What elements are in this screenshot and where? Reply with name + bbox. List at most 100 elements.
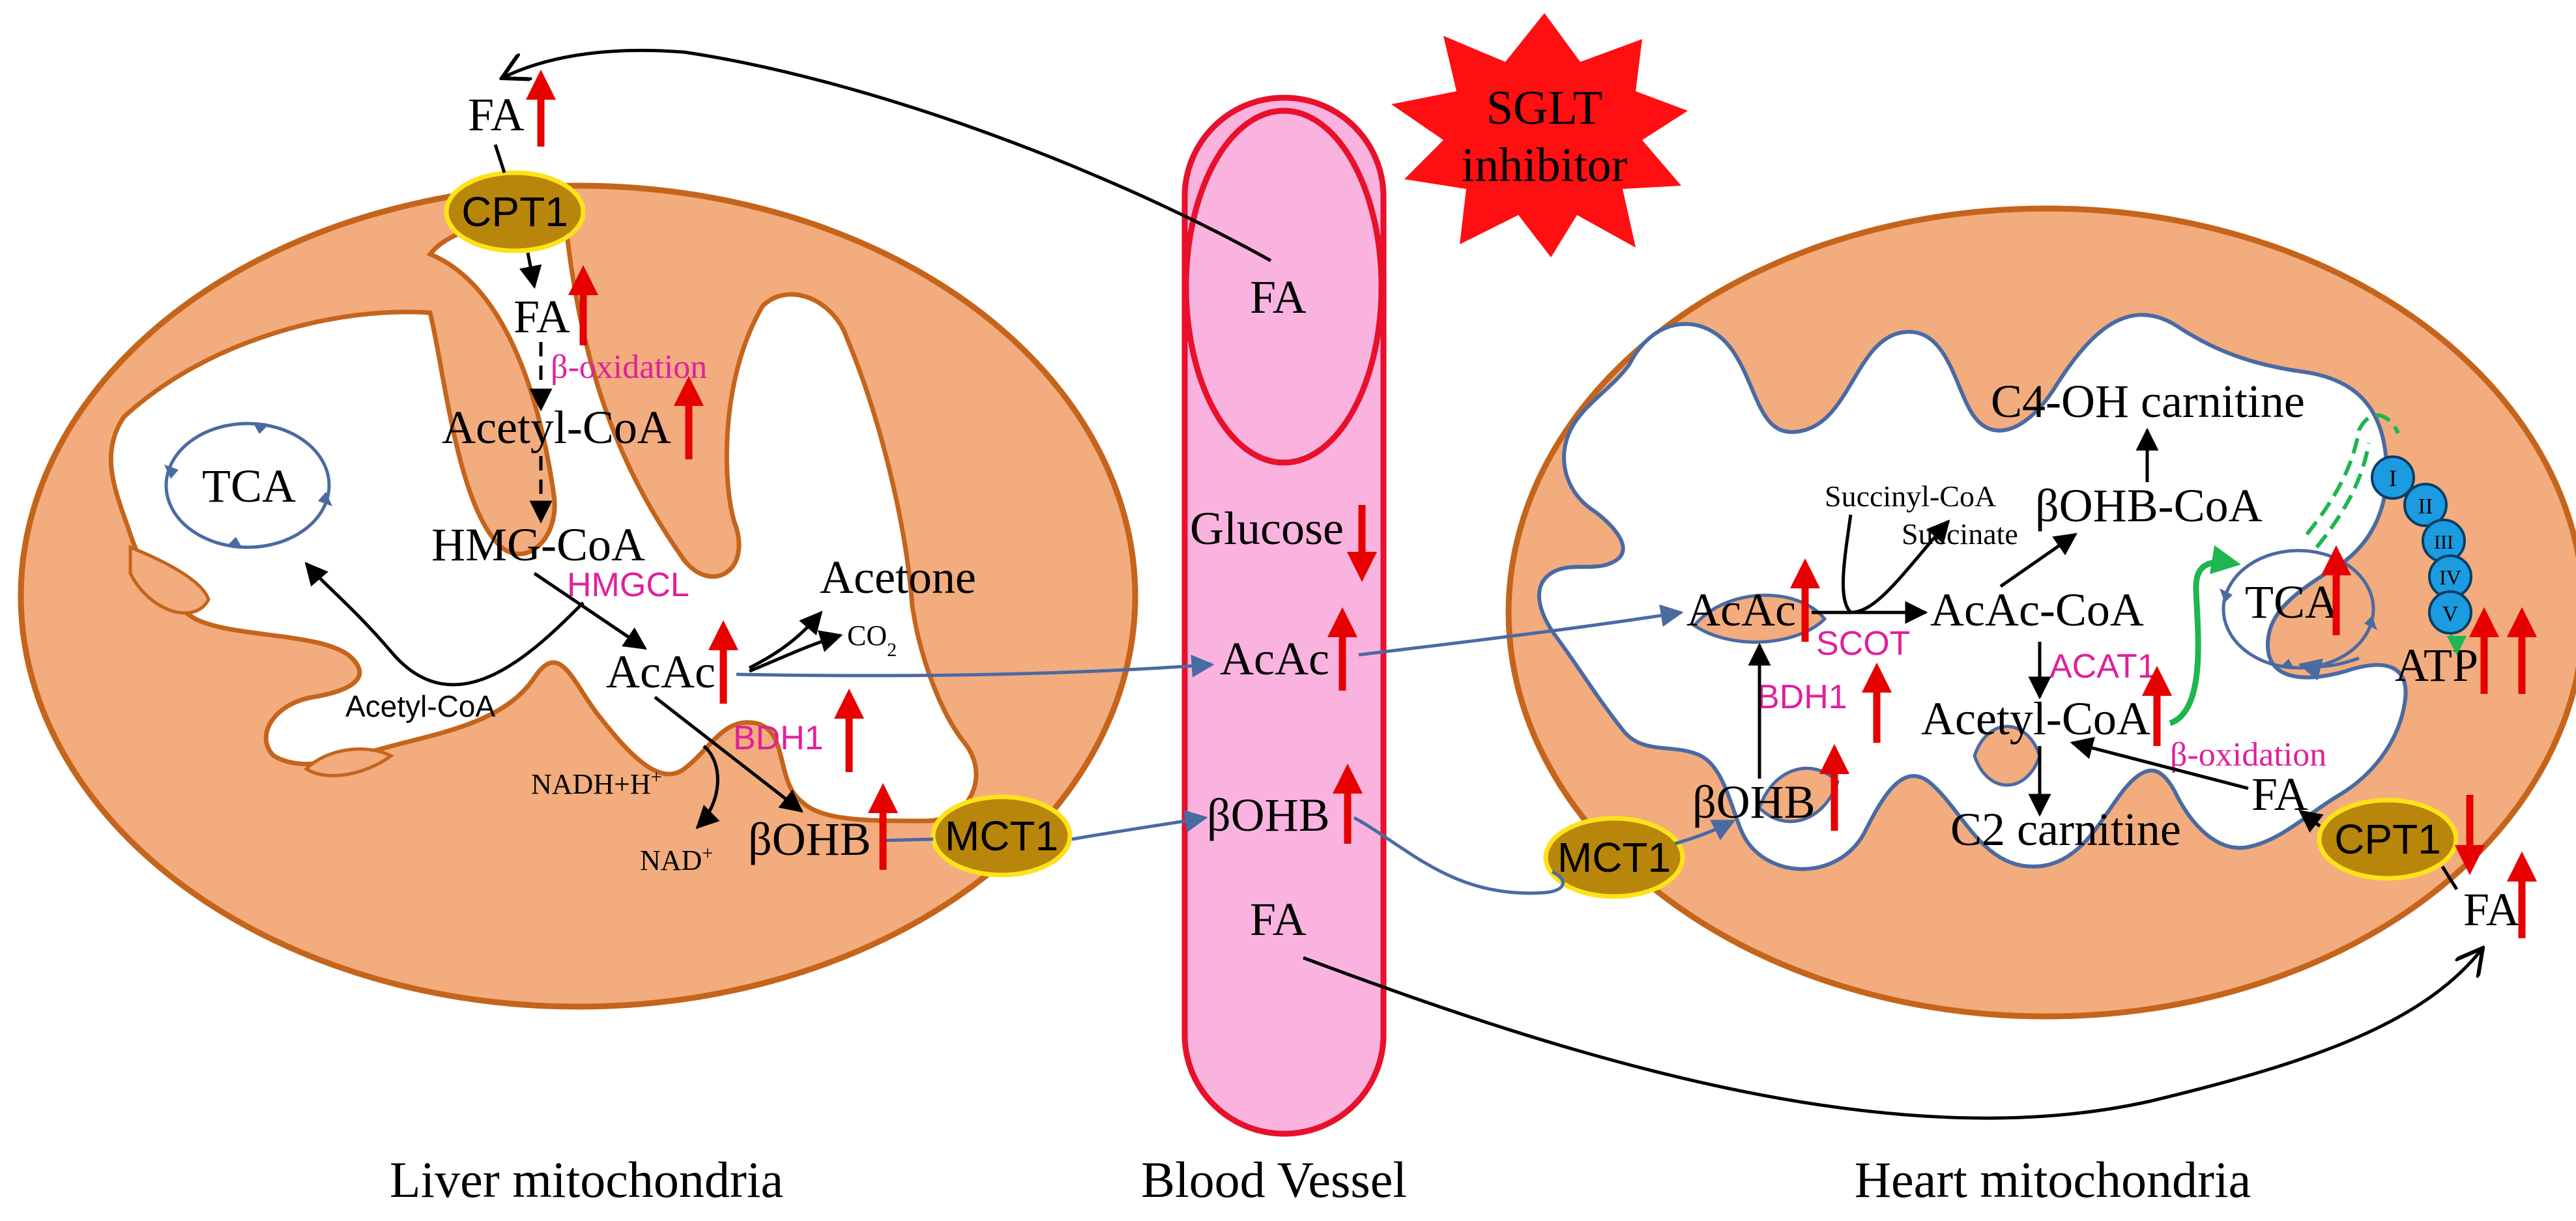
- liver-acetyl-coa: Acetyl-CoA: [442, 401, 671, 453]
- heart-bdh1: BDH1: [1757, 678, 1847, 716]
- vessel-fa-bottom: FA: [1250, 893, 1307, 945]
- heart-tca-arrowhead-3: [2279, 659, 2294, 668]
- change-indicators: [525, 69, 2538, 938]
- heart-crista-1: [1692, 594, 1827, 644]
- heart-acac-coa: AcAc-CoA: [1930, 584, 2144, 636]
- vessel-bohb: βOHB: [1207, 789, 1330, 841]
- arrow-nadh-to-nad: [695, 745, 720, 829]
- arrow-fa-to-cpt1: [493, 144, 506, 173]
- vessel-glucose: Glucose: [1190, 502, 1344, 554]
- liver-cpt1-label: CPT1: [461, 188, 568, 235]
- heart-c2-carnitine: C2 carnitine: [1950, 803, 2181, 855]
- liver-mct1-transporter: [931, 794, 1073, 878]
- complex-iii-label: III: [2434, 532, 2453, 553]
- liver-crista-2: [304, 747, 394, 777]
- flow-vessel-fa-to-liver-fa: [502, 48, 1272, 263]
- liver-mitochondrion: TCA: [18, 182, 1138, 1010]
- liver-tca-cycle: [164, 422, 331, 549]
- complex-i-label: I: [2389, 465, 2397, 491]
- arrow-fa-to-cpt1-heart: [2440, 865, 2459, 891]
- heart-succinate: Succinate: [1902, 517, 2018, 551]
- liver-hmg-coa: HMG-CoA: [431, 519, 645, 571]
- liver-crista-1: [128, 545, 210, 615]
- cross-compartment-flows: [502, 48, 2483, 1120]
- caption-heart-mitochondria: Heart mitochondria: [1855, 1151, 2251, 1208]
- arrow-acac-to-co2: [749, 630, 843, 673]
- vessel-acac: AcAc: [1220, 633, 1329, 685]
- caption-blood-vessel: Blood Vessel: [1141, 1151, 1407, 1208]
- flow-vessel-bohb-to-heart: [1353, 816, 1565, 895]
- heart-acat1: ACAT1: [2049, 648, 2156, 685]
- liver-tca-arrowhead-3: [227, 537, 241, 546]
- liver-acac: AcAc: [606, 646, 716, 698]
- heart-cpt1-transporter: [2317, 797, 2459, 881]
- arrow-cpt1-to-fa: [519, 252, 542, 289]
- heart-acetyl-coa: Acetyl-CoA: [1921, 693, 2150, 745]
- liver-cpt1-transporter: [444, 170, 586, 253]
- liver-acetone: Acetone: [820, 551, 976, 603]
- heart-matrix: [1537, 313, 2408, 871]
- arrow-hmgcl-to-acetylcoa: [304, 562, 585, 687]
- heart-fa-outside: FA: [2463, 883, 2520, 936]
- green-etc-to-atp: [2446, 634, 2467, 655]
- flow-vessel-fa-to-heart-fa: [1303, 948, 2483, 1120]
- heart-succinyl-coa: Succinyl-CoA: [1825, 480, 1996, 513]
- sglt-line1: SGLT: [1486, 81, 1602, 135]
- arrow-cpt1-to-fa-heart: [2298, 809, 2324, 833]
- heart-bohb-coa: βOHB-CoA: [2035, 480, 2263, 532]
- flow-heart-tca-membrane-return: [2298, 656, 2360, 681]
- heart-pathway-arrows: [1748, 427, 2459, 891]
- flow-liver-acac-to-vessel: [736, 654, 1215, 678]
- liver-co2: CO2: [847, 620, 897, 661]
- heart-c4-carnitine: C4-OH carnitine: [1991, 375, 2305, 427]
- blood-vessel: FA Glucose AcAc βOHB FA: [1181, 94, 1387, 1137]
- green-dashed-tca-to-etc-2: [2315, 442, 2371, 549]
- liver-mct1-label: MCT1: [945, 812, 1058, 859]
- complex-i: [2371, 455, 2415, 500]
- green-dashed-tca-to-etc-1: [2305, 413, 2400, 536]
- electron-transport-chain: I II III IV V: [2371, 455, 2472, 635]
- complex-ii: [2403, 483, 2448, 527]
- liver-pathway-arrows: [304, 144, 843, 829]
- arrow-fa-to-acetylcoa-heart: [2070, 736, 2249, 790]
- green-acetylcoa-to-tca: [2169, 545, 2241, 726]
- flow-vessel-acac-to-heart: [1358, 604, 1684, 657]
- liver-fa-inside: FA: [514, 291, 570, 343]
- liver-nad: NAD+: [640, 842, 713, 877]
- complex-ii-label: II: [2418, 495, 2433, 519]
- vessel-fa-top: FA: [1250, 271, 1307, 323]
- arrow-hmgcoa-to-acac: [533, 571, 647, 650]
- heart-tca-label: TCA: [2245, 576, 2339, 628]
- flow-liver-bohb-to-mct1: [882, 837, 934, 842]
- burst-shape: [1391, 13, 1688, 257]
- liver-bohb: βOHB: [748, 813, 871, 865]
- sglt-inhibitor-burst: SGLT inhibitor: [1391, 13, 1688, 257]
- sglt-line2: inhibitor: [1462, 139, 1628, 192]
- heart-cpt1-label: CPT1: [2334, 816, 2441, 863]
- heart-mct1-transporter: [1543, 816, 1685, 899]
- heart-atp: ATP: [2395, 639, 2478, 691]
- flow-liver-bohb-to-vessel: [1071, 809, 1208, 841]
- complex-iv-label: IV: [2439, 566, 2461, 589]
- heart-mct1-label: MCT1: [1557, 834, 1671, 881]
- arrow-acac-to-bohb: [654, 696, 803, 813]
- heart-scot: SCOT: [1816, 625, 1910, 663]
- green-flux-arrows: [2169, 413, 2467, 726]
- liver-beta-oxidation: β-oxidation: [551, 349, 707, 386]
- caption-liver-mitochondria: Liver mitochondria: [390, 1151, 783, 1208]
- arrow-succinylcoa-to-succinate: [1842, 514, 1950, 614]
- arrow-acaccoa-to-bohbcoa: [1999, 532, 2077, 588]
- liver-nadh: NADH+H+: [531, 766, 662, 801]
- liver-hmgcl: HMGCL: [567, 566, 689, 604]
- heart-acac: AcAc: [1686, 584, 1796, 636]
- liver-fa-outside: FA: [468, 89, 525, 141]
- heart-bohb: βOHB: [1692, 776, 1816, 828]
- liver-matrix: [108, 221, 979, 824]
- complex-v-label: V: [2442, 602, 2459, 626]
- heart-tca-arrowhead-1: [2220, 588, 2233, 603]
- liver-acetyl-coa-small: Acetyl-CoA: [345, 689, 495, 723]
- heart-beta-oxidation: β-oxidation: [2170, 736, 2326, 773]
- liver-tca-arrowhead-2: [318, 492, 332, 506]
- liver-tca-arrowhead-1: [164, 465, 179, 479]
